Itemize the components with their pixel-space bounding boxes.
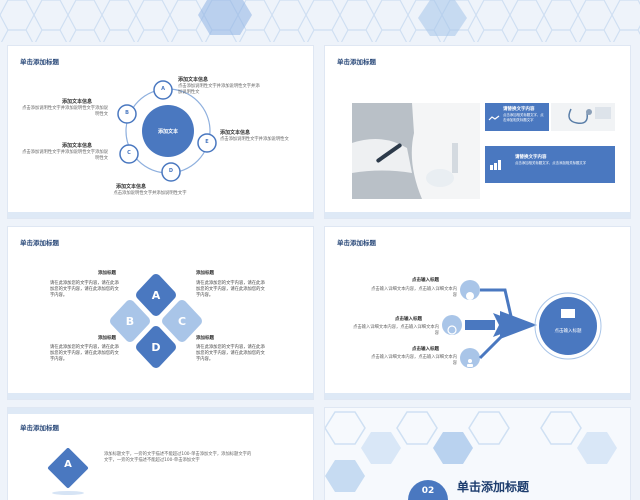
money-bag-icon	[465, 285, 475, 300]
center-title: 点击输入标题	[554, 329, 582, 334]
br-heading: 添加标题	[196, 336, 214, 341]
item-1-heading: 点击输入标题	[412, 278, 439, 283]
node-c: C	[127, 150, 131, 156]
slide-title: 单击添加标题	[20, 424, 59, 432]
badge-letter: A	[64, 459, 72, 470]
section-title: 单击添加标题	[457, 480, 530, 494]
label-b-heading: 添加文本信息	[62, 99, 93, 105]
petal-c: C	[177, 315, 187, 328]
label-c-heading: 添加文本信息	[62, 143, 93, 149]
node-b: B	[125, 110, 129, 116]
petal-b: B	[125, 315, 135, 328]
slide-bottom-hex-band	[325, 393, 630, 399]
chart-growth-icon	[489, 156, 503, 170]
doctor-photo	[352, 103, 480, 199]
slide-4[interactable]: 单击添加标题 点击输入标题 点击输入标题 点击输入详细文本内容，点击输入详细文本…	[325, 227, 630, 399]
slide-6[interactable]: 02 单击添加标题	[325, 408, 630, 500]
diamond-badge	[48, 448, 88, 495]
bl-heading: 添加标题	[98, 336, 116, 341]
item-2-body: 点击输入详细文本内容，点击输入详细文本内容	[353, 325, 439, 336]
card-2-heading: 请替换文字内容	[515, 155, 547, 160]
item-2-heading: 点击输入标题	[395, 317, 422, 322]
cycle-center-label: 添加文本	[157, 129, 178, 135]
slide-title: 单击添加标题	[337, 58, 376, 66]
slide-5[interactable]: 单击添加标题 A 添加标题文字，一旁的文字描述不能超过100-单击添加文字，添加…	[8, 408, 313, 500]
petal-d: D	[151, 341, 161, 354]
slide-title: 单击添加标题	[20, 239, 59, 247]
section-number: 02	[421, 486, 435, 496]
users-icon	[465, 353, 475, 367]
label-b-body: 点击添加说明性文字并添加说明性文字添加说明性文	[22, 106, 108, 117]
label-c-body: 点击添加说明性文字并添加说明性文字添加说明性文	[22, 150, 108, 161]
label-e-heading: 添加文本信息	[220, 130, 251, 136]
label-e-body: 点击添加说明性文字并添加说明性文	[220, 137, 289, 142]
tr-heading: 添加标题	[196, 271, 214, 276]
bl-body: 请在此添加您的文字内容，请在此添加您的文字内容，请在此添加您的文字内容。	[50, 345, 119, 362]
tl-body: 请在此添加您的文字内容，请在此添加您的文字内容，请在此添加您的文字内容。	[50, 281, 119, 298]
label-a-body: 点击添加说明性文字并添加说明性文字并添加说明性文	[178, 84, 260, 95]
slide-2[interactable]: 单击添加标题 请替换文字内容 点击添加相关标题文字，点击添加相关标题文字 请替换…	[325, 46, 630, 218]
cycle-diagram	[117, 80, 217, 182]
node-d: D	[168, 168, 174, 174]
label-d-body: 点击添加说明性文字并添加说明性文字	[113, 191, 187, 196]
label-d-heading: 添加文本信息	[116, 184, 147, 190]
handshake-icon	[488, 109, 500, 121]
arrow-diagram	[442, 280, 602, 368]
item-3-heading: 点击输入标题	[412, 347, 439, 352]
card-2-body: 点击添加相关标题文字，点击添加相关标题文字	[515, 161, 587, 165]
slide-bottom-hex-band	[325, 212, 630, 218]
stethoscope-photo	[551, 103, 615, 131]
br-body: 请在此添加您的文字内容，请在此添加您的文字内容，请在此添加您的文字内容。	[196, 345, 265, 362]
slide-3[interactable]: 单击添加标题 A B C D 添加标题 请在此添加您的文字内容，请在此添加您的文…	[8, 227, 313, 399]
card-1-body: 点击添加相关标题文字，点击添加相关标题文字	[503, 113, 544, 122]
slide-title: 单击添加标题	[337, 239, 376, 247]
petal-a: A	[151, 289, 161, 302]
slide-top-hex-band	[8, 408, 313, 414]
item-3-body: 点击输入详细文本内容，点击输入详细文本内容	[371, 355, 457, 366]
info-card-2[interactable]	[485, 146, 615, 183]
info-card-1[interactable]	[485, 103, 549, 131]
tl-heading: 添加标题	[98, 271, 116, 276]
slide-bottom-hex-band	[8, 212, 313, 218]
card-1-heading: 请替换文字内容	[503, 107, 535, 112]
label-a-heading: 添加文本信息	[178, 77, 209, 83]
badge-body: 添加标题文字，一旁的文字描述不能超过100-单击添加文字，添加标题文字的文字，一…	[104, 452, 252, 463]
item-1-body: 点击输入详细文本内容，点击输入详细文本内容	[371, 287, 457, 298]
slide-bottom-hex-band	[8, 393, 313, 399]
slide-1[interactable]: 单击添加标题 添加文本 A B C D E 添加文本信息 点击添加说明性文字并添…	[8, 46, 313, 218]
tr-body: 请在此添加您的文字内容，请在此添加您的文字内容，请在此添加您的文字内容。	[196, 281, 265, 298]
section-hex-art	[325, 411, 617, 500]
node-a: A	[161, 86, 165, 92]
petal-diagram	[110, 274, 202, 368]
slide-title: 单击添加标题	[20, 58, 59, 66]
globe-icon	[447, 320, 457, 335]
node-e: E	[205, 139, 209, 145]
